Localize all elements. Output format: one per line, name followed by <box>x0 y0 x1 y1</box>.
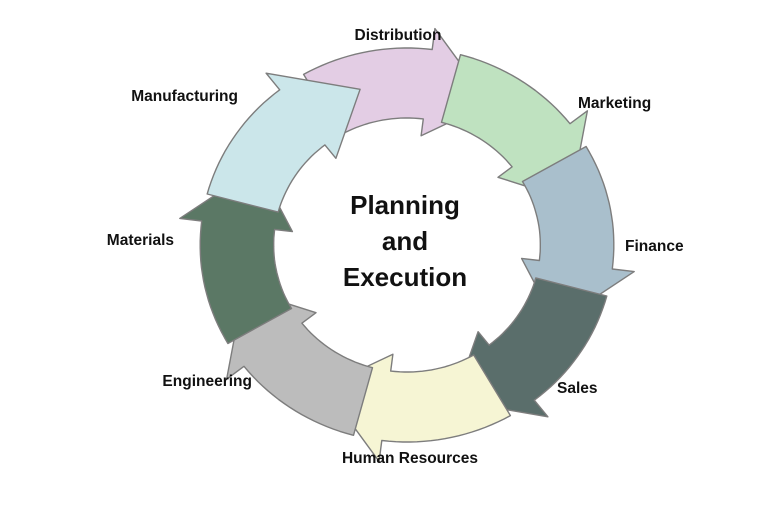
label-materials: Materials <box>107 232 174 249</box>
label-finance: Finance <box>625 238 684 255</box>
label-sales: Sales <box>557 380 598 397</box>
label-engineering: Engineering <box>162 373 252 390</box>
center-line-3: Execution <box>343 262 467 292</box>
label-marketing: Marketing <box>578 95 651 112</box>
center-line-2: and <box>382 226 428 256</box>
label-manufacturing: Manufacturing <box>131 88 238 105</box>
arrow-manufacturing <box>206 72 361 213</box>
center-title: Planning and Execution <box>343 190 467 292</box>
label-distribution: Distribution <box>355 27 442 44</box>
cycle-arrows <box>179 27 635 463</box>
center-line-1: Planning <box>350 190 460 220</box>
label-human-resources: Human Resources <box>342 450 478 467</box>
segment-labels: Distribution Marketing Finance Sales Hum… <box>107 27 684 467</box>
